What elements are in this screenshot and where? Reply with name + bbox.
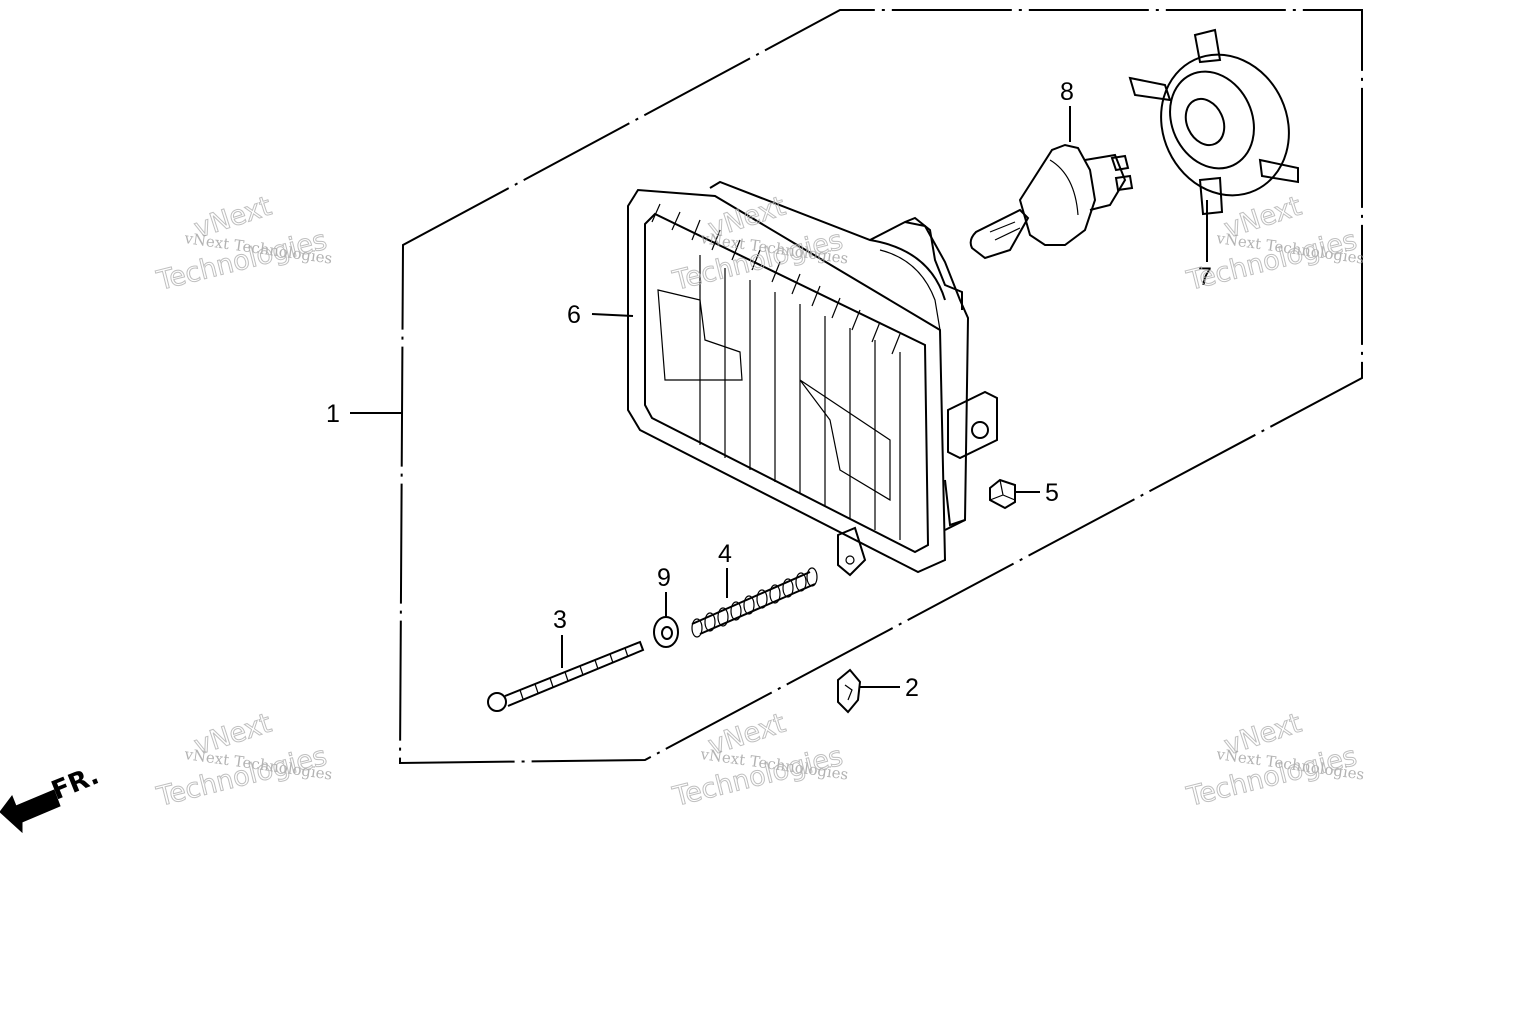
adjusting-screw — [487, 640, 645, 712]
callout-5: 5 — [1045, 479, 1059, 507]
washer — [653, 616, 679, 648]
dust-cover — [1128, 28, 1299, 216]
callout-7: 7 — [1198, 263, 1212, 291]
svg-text:Technologies: Technologies — [1183, 225, 1360, 297]
svg-text:Technologies: Technologies — [153, 225, 330, 297]
callout-1: 1 — [326, 400, 340, 428]
lens-rim-stripes — [651, 203, 901, 355]
watermark-bottom-right: vNext vNext Technologies Technologies — [1183, 707, 1366, 813]
headlight-unit — [627, 180, 998, 577]
clip-nut — [989, 478, 1016, 510]
front-direction-indicator: FR. — [0, 761, 103, 834]
callout-3: 3 — [553, 606, 567, 634]
svg-text:Technologies: Technologies — [1183, 741, 1360, 813]
assembly-boundary — [398, 9, 1363, 765]
front-arrow-icon — [0, 789, 61, 834]
front-direction-label: FR. — [47, 761, 103, 807]
lens-flutes — [699, 255, 901, 540]
spring — [691, 567, 818, 638]
svg-text:Technologies: Technologies — [153, 741, 330, 813]
watermark-top-right: vNext vNext Technologies Technologies — [1183, 190, 1366, 297]
leader-lines — [350, 106, 1208, 688]
retaining-clip — [837, 668, 862, 714]
watermark-top-center: vNext vNext Technologies Technologies — [669, 190, 850, 297]
svg-text:Technologies: Technologies — [669, 741, 846, 813]
watermark-bottom-left: vNext vNext Technologies Technologies — [153, 707, 334, 813]
halogen-bulb — [969, 143, 1134, 260]
callout-4: 4 — [718, 540, 732, 568]
watermark-bottom-center: vNext vNext Technologies Technologies — [669, 707, 850, 813]
callout-2: 2 — [905, 674, 919, 702]
watermark-top-left: vNext vNext Technologies Technologies — [153, 190, 334, 297]
callout-6: 6 — [567, 301, 581, 329]
callout-8: 8 — [1060, 78, 1074, 106]
callout-9: 9 — [657, 564, 671, 592]
